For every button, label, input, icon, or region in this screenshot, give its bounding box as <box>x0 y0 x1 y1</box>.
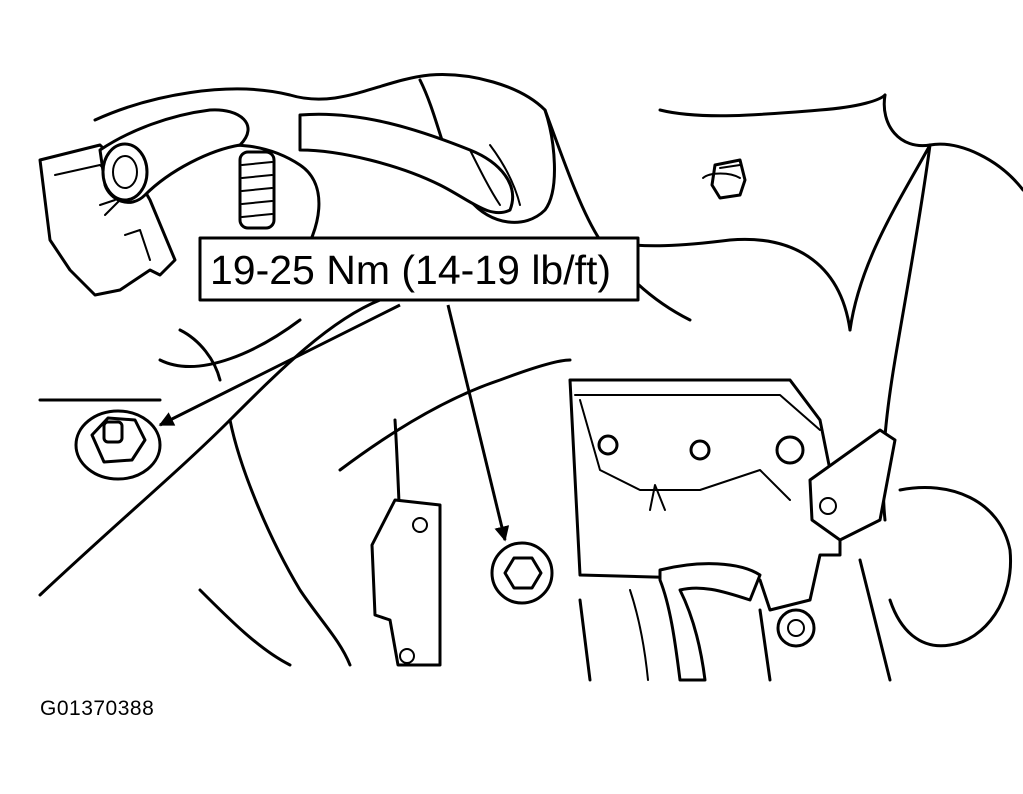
left-arrow <box>158 303 401 427</box>
figure-id: G01370388 <box>40 697 155 720</box>
upper-hose <box>298 112 521 215</box>
torque-callout: 19-25 Nm (14-19 lb/ft) <box>198 236 640 302</box>
callout-arrows <box>158 303 510 542</box>
electrical-connector <box>38 143 177 297</box>
vertical-plate <box>370 498 442 667</box>
small-bolt-top <box>702 158 747 200</box>
lower-right-bolt <box>776 608 816 648</box>
torque-callout-label: 19-25 Nm (14-19 lb/ft) <box>210 247 611 293</box>
coolant-hose <box>98 108 250 216</box>
right-round-housing <box>858 486 1013 682</box>
center-hex-bolt <box>490 541 554 605</box>
threaded-stud <box>238 150 276 230</box>
left-flange-bolt <box>74 409 162 481</box>
lower-pipe <box>578 562 772 682</box>
center-arrow <box>446 304 510 542</box>
engine-housing <box>568 378 897 612</box>
